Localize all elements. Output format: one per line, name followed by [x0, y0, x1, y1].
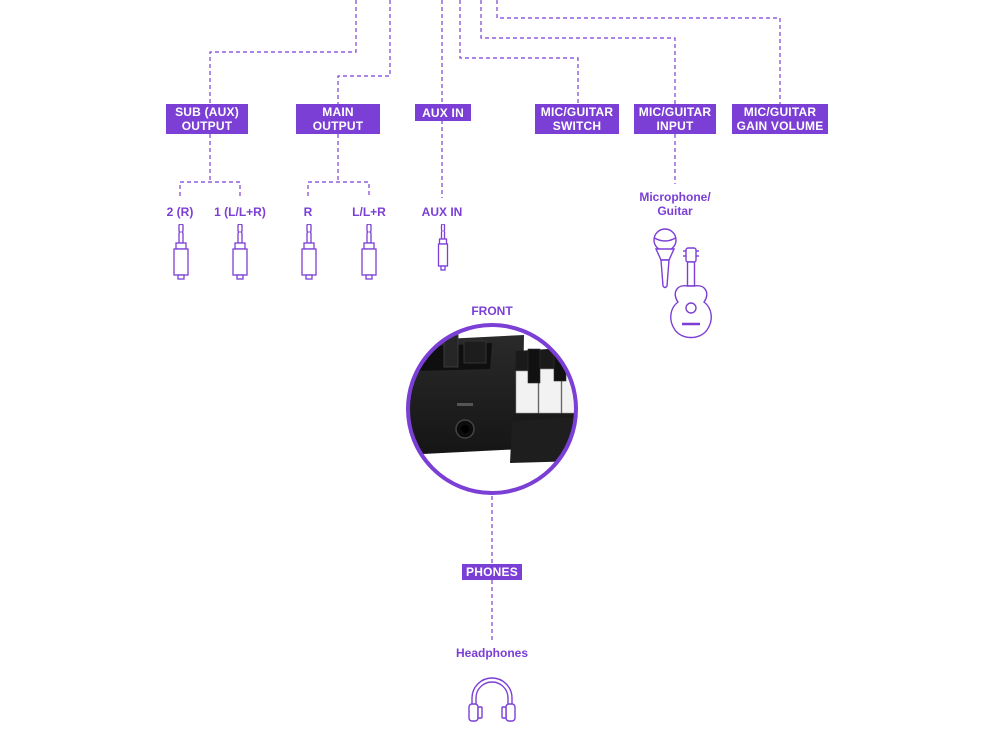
- line-mic-gain: [496, 0, 781, 104]
- label-mic-guitar-gain-volume: MIC/GUITAR GAIN VOLUME: [732, 104, 828, 134]
- label-sub-aux-output: SUB (AUX) OUTPUT: [166, 104, 248, 134]
- line-main-split: [307, 134, 370, 196]
- line-sub-split: [179, 134, 241, 196]
- line-sub-output: [209, 0, 357, 104]
- line-mic-input: [480, 0, 676, 104]
- front-panel-magnifier: [406, 323, 578, 495]
- caption-aux-in: AUX IN: [421, 205, 463, 219]
- quarter-inch-jack-icon: [173, 224, 189, 280]
- label-aux-in: AUX IN: [415, 104, 471, 121]
- guitar-icon: [670, 247, 712, 339]
- mini-jack-icon: [437, 224, 449, 271]
- quarter-inch-jack-icon: [361, 224, 377, 280]
- caption-microphone-guitar: Microphone/ Guitar: [639, 190, 711, 218]
- caption-front: FRONT: [471, 304, 513, 318]
- microphone-icon: [653, 228, 677, 289]
- caption-sub-r: 2 (R): [166, 205, 194, 219]
- quarter-inch-jack-icon: [301, 224, 317, 280]
- label-phones: PHONES: [462, 564, 522, 580]
- line-main-output: [337, 0, 391, 104]
- headphones-icon: [468, 677, 516, 722]
- label-mic-guitar-input: MIC/GUITAR INPUT: [634, 104, 716, 134]
- quarter-inch-jack-icon: [232, 224, 248, 280]
- line-mic-switch: [459, 0, 579, 104]
- caption-headphones: Headphones: [455, 646, 528, 660]
- caption-sub-l: 1 (L/L+R): [214, 205, 266, 219]
- label-main-output: MAIN OUTPUT: [296, 104, 380, 134]
- label-mic-guitar-switch: MIC/GUITAR SWITCH: [535, 104, 619, 134]
- caption-main-l: L/L+R: [352, 205, 386, 219]
- caption-main-r: R: [303, 205, 313, 219]
